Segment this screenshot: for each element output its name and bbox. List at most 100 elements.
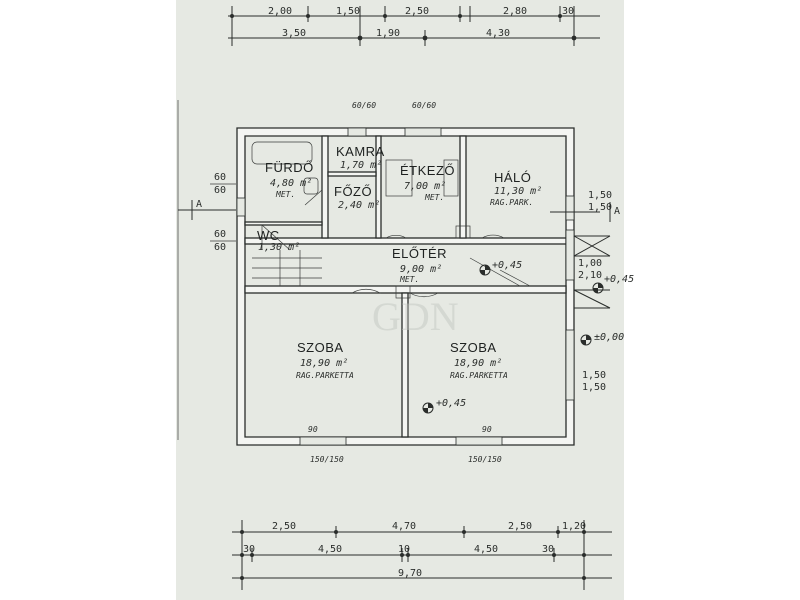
windows [236,127,575,446]
room-area-furdo: 4,80 m² [270,178,312,189]
right-dim-label: 1,50 [582,382,606,393]
kitchen-counter [385,159,413,197]
level-marker-eloter: +0,45 [479,260,522,276]
right-dim-label: 1,50 [588,190,612,201]
room-name-furdo: FÜRDŐ [265,160,314,175]
section-mark-right: A [614,206,620,217]
stair-hatch [252,250,531,287]
opening-label: 150/150 [310,455,344,464]
window-bath [236,197,246,217]
room-floor-etkezo: MET. [424,193,444,202]
level-markers: +0,45 +0,45 +0,45 ±0,00 [422,260,634,414]
door-swing-kitchen [385,234,407,239]
top-dim-label: 3,50 [282,28,306,39]
outer-wall [236,127,575,446]
entrance-opening [565,229,575,281]
room-floor-szoba-left: RAG.PARKETTA [296,371,354,380]
watermark-logo: GDN [372,294,459,339]
bottom-dimension-chain: 2,50 4,70 2,50 1,20 30 4,50 10 4,50 30 9… [232,520,612,590]
washbasin [303,177,319,195]
room-name-halo: HÁLÓ [494,170,531,185]
top-dim-label: 1,50 [336,6,360,17]
entrance-steps [550,202,611,309]
bathtub [251,141,313,165]
opening-label: 60/60 [352,101,376,110]
right-dim-label: 1,50 [582,370,606,381]
opening-label: 150/150 [468,455,502,464]
left-dim-label: 60 [214,185,226,196]
room-floor-halo: RAG.PARK. [490,198,533,207]
bottom-dim-label: 10 [398,544,410,555]
wall-between-rooms [401,292,409,438]
wall-wc-north [244,221,323,226]
door-swing-wc [261,224,291,251]
bottom-dim-label: 30 [243,544,255,555]
room-name-szoba-right: SZOBA [450,340,497,355]
left-dim-label: 60 [214,242,226,253]
level-marker-szoba: +0,45 [422,398,466,414]
door-swing-right-room [409,292,439,298]
room-floor-eloter: MET. [399,275,419,284]
room-name-fozo: FŐZŐ [334,184,372,199]
window-pantry [347,127,367,137]
bottom-dim-label: 4,70 [392,521,416,532]
door-label: 90 [308,425,318,434]
window-bedroom [565,195,575,221]
top-dimension-chain: 2,00 1,50 2,50 2,80 30 3,50 1,90 4,30 [228,6,600,46]
wall-kitchen-west [375,135,382,239]
right-dim-label: 2,10 [578,270,602,281]
wall-bath-east [321,135,329,239]
left-dim-label: 60 [214,229,226,240]
room-name-szoba-left: SZOBA [297,340,344,355]
left-dim-label: 60 [214,172,226,183]
door-label: 90 [482,425,492,434]
room-area-fozo: 2,40 m² [338,200,380,211]
room-area-wc: 1,30 m² [258,242,300,253]
window-kitchen [404,127,442,137]
left-edge-markers: A 60 60 60 60 [177,100,236,440]
interior-walls [244,135,567,438]
svg-text:±0,00: ±0,00 [594,332,624,343]
door-swings [261,189,505,298]
right-dim-label: 1,00 [578,258,602,269]
bottom-dim-total: 9,70 [398,568,422,579]
svg-text:+0,45: +0,45 [604,274,634,285]
room-area-szoba-left: 18,90 m² [300,358,348,369]
kitchen-cabinet [443,159,459,197]
svg-text:+0,45: +0,45 [492,260,522,271]
room-area-eloter: 9,00 m² [400,264,442,275]
bottom-dim-label: 1,20 [562,521,586,532]
opening-label: 60/60 [412,101,436,110]
right-dimensions: 1,50 1,50 1,00 2,10 1,50 1,50 [578,190,612,393]
window-right-room-south [455,436,503,446]
room-area-szoba-right: 18,90 m² [454,358,502,369]
svg-text:+0,45: +0,45 [436,398,466,409]
door-swing-bath [304,189,323,206]
exterior-walls [236,127,575,446]
bottom-dim-label: 30 [542,544,554,555]
right-dim-label: 1,50 [588,202,612,213]
room-area-kamra: 1,70 m² [340,160,382,171]
bottom-dim-label: 4,50 [318,544,342,555]
section-mark-left: A [196,199,202,210]
blueprint-sheet [176,0,624,600]
room-labels: FÜRDŐ 4,80 m² MET. KAMRA 1,70 m² ÉTKEZŐ … [257,144,542,380]
wall-corridor-south [244,285,567,294]
door-swing-left-room [351,288,382,294]
room-name-wc: WC [257,228,280,243]
door-swing-bedroom [481,234,505,239]
chimney [455,225,471,239]
room-floor-furdo: MET. [275,190,295,199]
top-dim-label: 30 [562,6,574,17]
bottom-dim-label: 2,50 [272,521,296,532]
top-dim-label: 1,90 [376,28,400,39]
top-dim-label: 4,30 [486,28,510,39]
room-area-halo: 11,30 m² [494,186,542,197]
level-marker-right2: ±0,00 [580,332,624,346]
room-name-eloter: ELŐTÉR [392,246,447,261]
room-name-etkezo: ÉTKEZŐ [400,163,455,178]
window-left-room [299,436,347,446]
bottom-dim-label: 2,50 [508,521,532,532]
opening-labels: 60/60 60/60 150/150 150/150 90 90 [308,101,502,464]
